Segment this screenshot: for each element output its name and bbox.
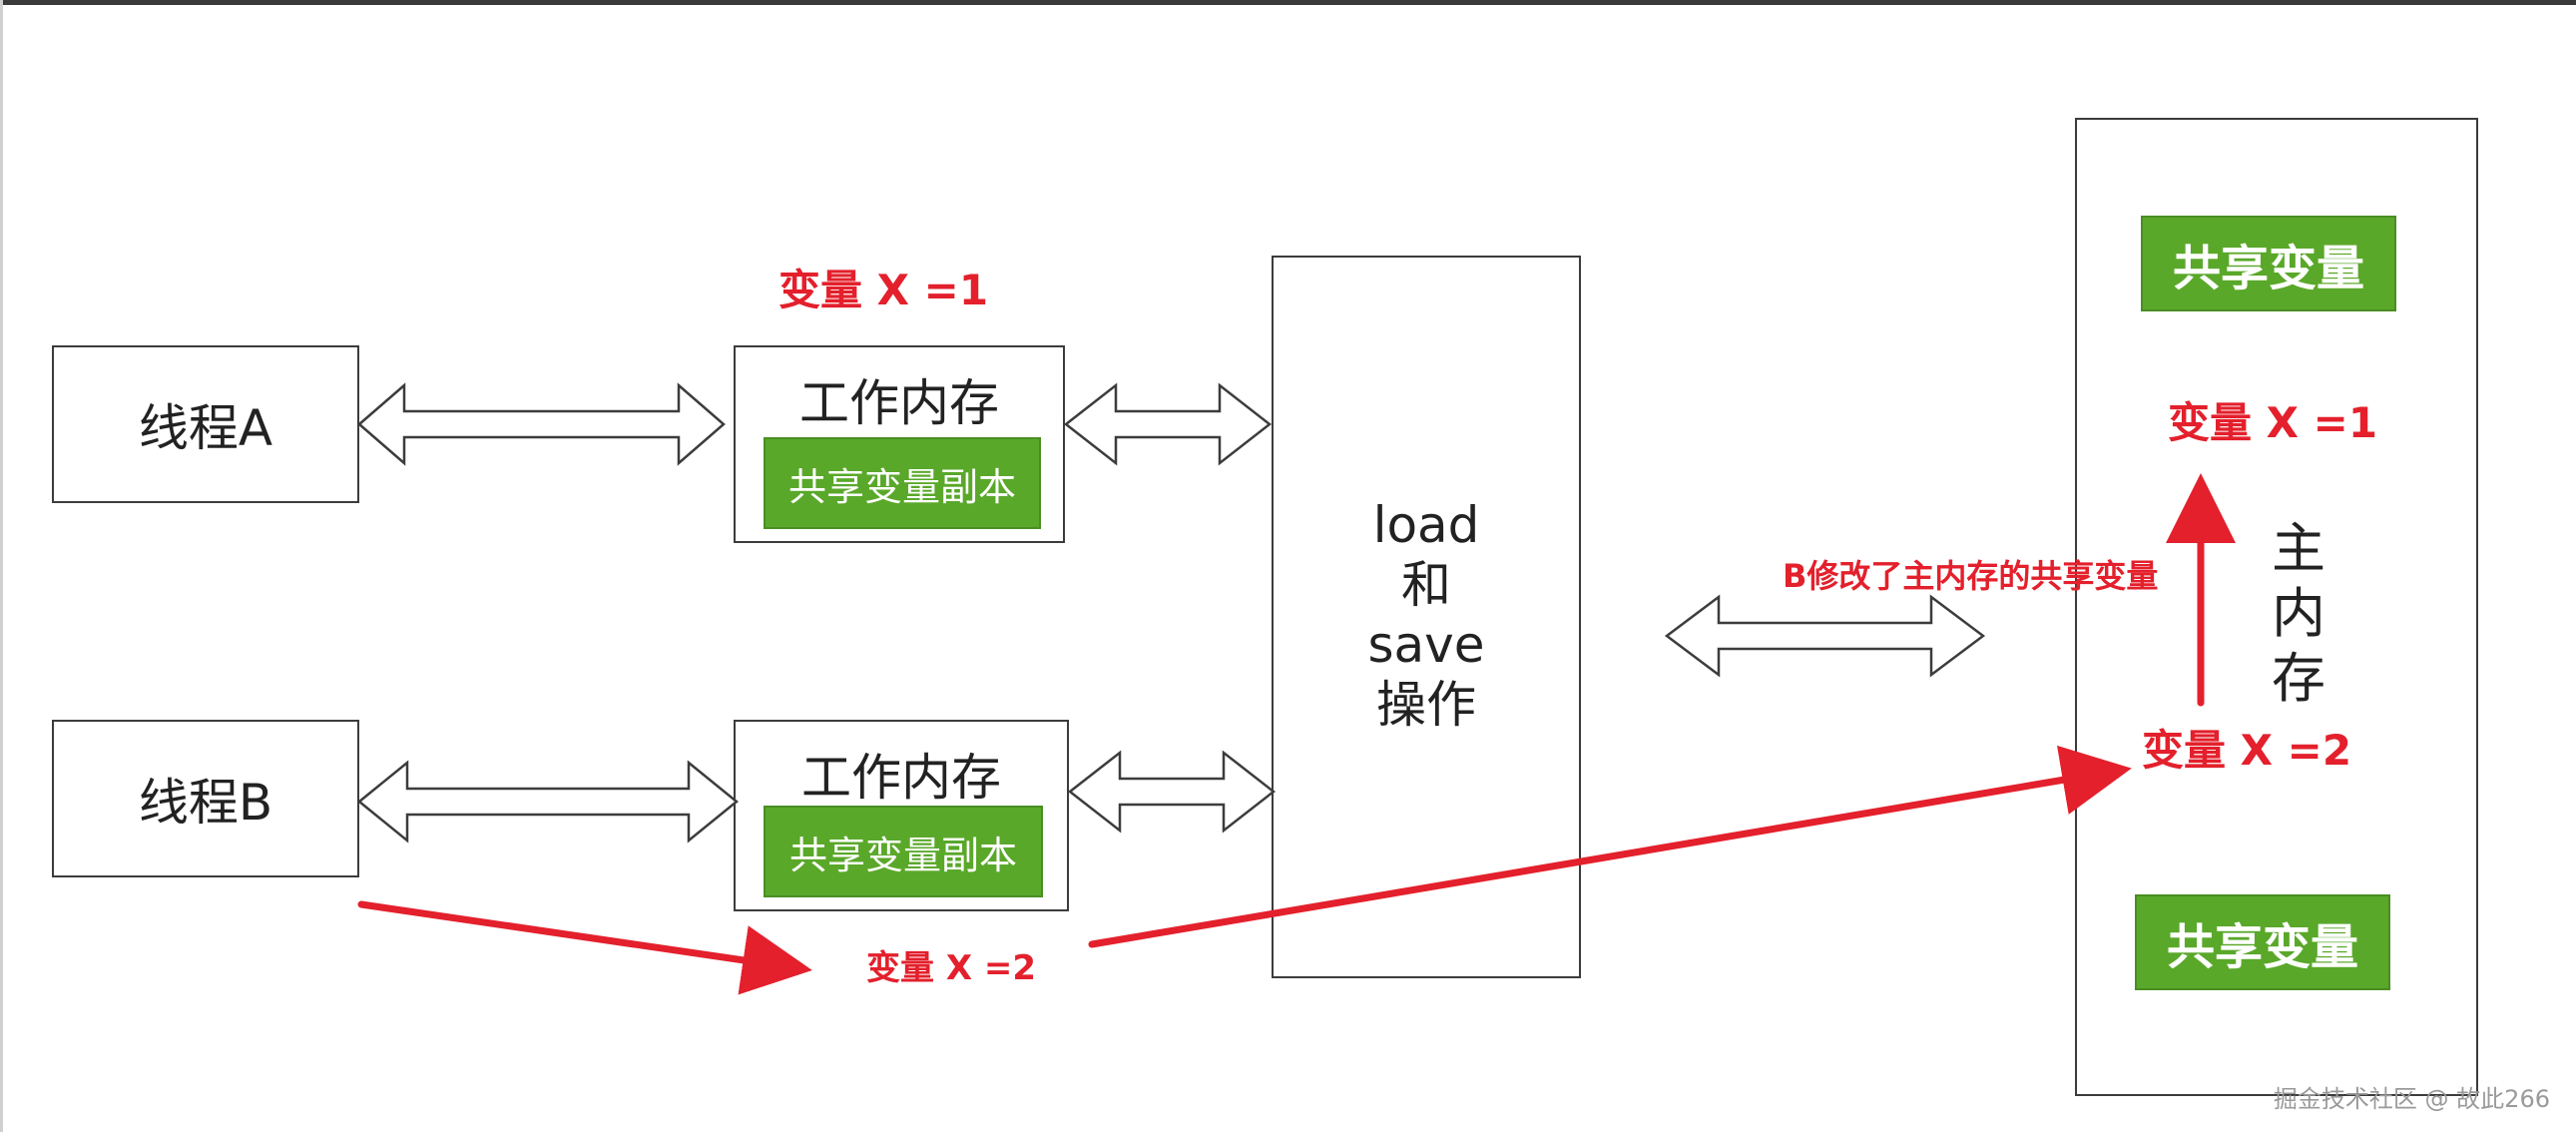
main-memory-char-2: 内	[2272, 581, 2325, 645]
annotation-main-var-x-1: 变量 X =1	[2168, 398, 2378, 447]
work-memory-a-title: 工作内存	[799, 374, 999, 432]
main-memory-label: 主 内 存	[2259, 517, 2338, 711]
main-memory-shared-var-bottom: 共享变量	[2135, 894, 2390, 990]
load-save-line-3: save	[1367, 616, 1485, 674]
red-arrow-thread-b-to-var	[357, 900, 812, 995]
thread-a-box: 线程A	[52, 345, 359, 503]
work-memory-a-shared-copy: 共享变量副本	[764, 437, 1041, 529]
double-arrow-thread-b-work-memory	[357, 760, 739, 844]
main-memory-char-3: 存	[2272, 646, 2325, 710]
load-save-box: load 和 save 操作	[1272, 256, 1581, 978]
load-save-text: load 和 save 操作	[1274, 495, 1579, 735]
thread-a-label: 线程A	[138, 399, 273, 457]
double-arrow-work-memory-a-load-save	[1063, 382, 1273, 466]
work-memory-b-shared-copy: 共享变量副本	[764, 806, 1043, 897]
main-memory-char-1: 主	[2272, 517, 2325, 580]
annotation-var-x-2-bottom: 变量 X =2	[866, 948, 1037, 988]
thread-b-box: 线程B	[52, 720, 359, 877]
double-arrow-thread-a-work-memory	[357, 382, 726, 466]
main-memory-shared-var-top: 共享变量	[2141, 216, 2396, 311]
window-top-edge	[0, 0, 2576, 5]
annotation-var-x-1-top: 变量 X =1	[778, 266, 989, 314]
work-memory-b-title: 工作内存	[801, 749, 1001, 807]
load-save-line-2: 和	[1401, 556, 1451, 614]
load-save-line-1: load	[1372, 496, 1480, 554]
thread-b-label: 线程B	[138, 774, 273, 832]
annotation-main-var-x-2: 变量 X =2	[2142, 726, 2352, 775]
double-arrow-work-memory-b-load-save	[1067, 750, 1277, 834]
load-save-line-4: 操作	[1376, 676, 1476, 734]
red-arrow-var-to-main-memory	[1088, 745, 2132, 948]
annotation-b-modified: B修改了主内存的共享变量	[1783, 557, 2159, 595]
double-arrow-load-save-main-memory	[1664, 594, 1986, 678]
main-memory-box: 共享变量 主 内 存 共享变量	[2075, 118, 2478, 1096]
watermark: 掘金技术社区 @ 故此266	[2273, 1085, 2550, 1113]
work-memory-a-box: 工作内存 共享变量副本	[734, 345, 1065, 543]
window-left-edge	[0, 0, 3, 1132]
work-memory-b-box: 工作内存 共享变量副本	[734, 720, 1069, 911]
